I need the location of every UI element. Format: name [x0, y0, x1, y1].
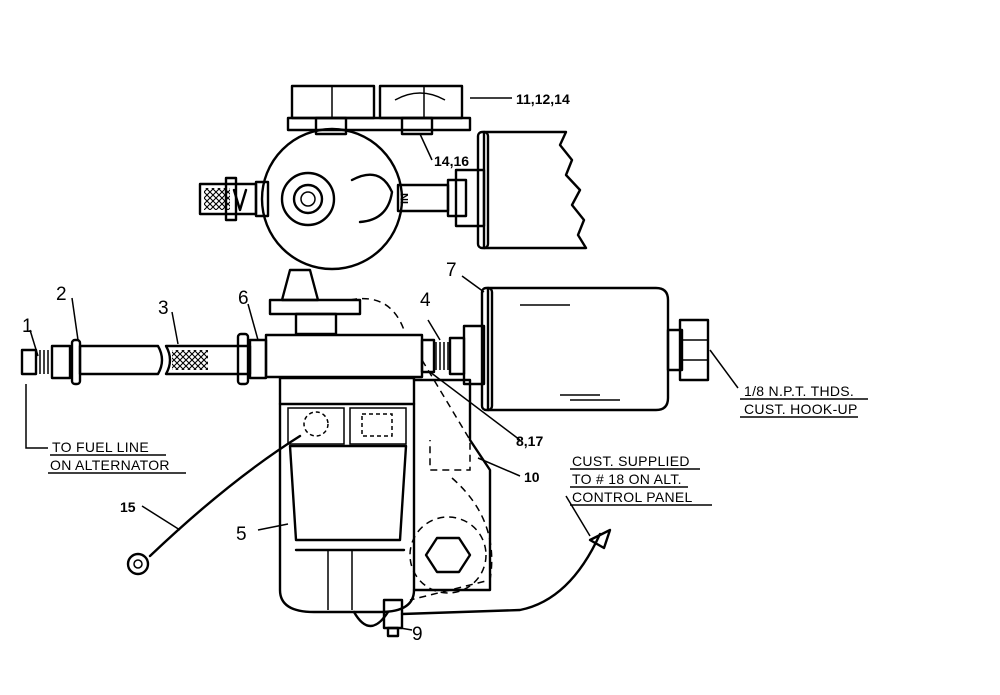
- callout-15: 15: [120, 499, 136, 515]
- note-npt-2: CUST. HOOK-UP: [744, 401, 858, 417]
- top-pump-assembly: IN: [198, 84, 588, 271]
- outlet-fitting: [678, 318, 710, 382]
- fuel-line-assembly: [20, 268, 710, 471]
- mounting-bracket: [412, 378, 492, 592]
- callout-1: 1: [22, 316, 33, 337]
- upper-filter-canister: [482, 130, 588, 250]
- ring-terminal: [126, 552, 150, 576]
- callout-7: 7: [446, 260, 457, 281]
- bracket-plate: [286, 116, 472, 132]
- callout-4: 4: [420, 290, 431, 311]
- fitting-4: [448, 336, 466, 376]
- note-cust-3: CONTROL PANEL: [572, 489, 693, 505]
- sender-wire: [400, 532, 602, 616]
- note-npt-1: 1/8 N.P.T. THDS.: [744, 383, 854, 399]
- pump-body: [260, 127, 404, 271]
- note-customer-supplied: CUST. SUPPLIED TO # 18 ON ALT. CONTROL P…: [570, 453, 712, 506]
- hex-nut: [424, 536, 472, 574]
- inline-filter: [486, 286, 670, 412]
- fitting-threaded: [20, 348, 38, 376]
- callout-10: 10: [524, 469, 540, 485]
- mounting-block-right: [378, 84, 464, 120]
- callout-3: 3: [158, 298, 169, 319]
- filter-bowl: [278, 376, 416, 614]
- leader-lines: [25, 97, 739, 631]
- inlet-marking: IN: [399, 193, 411, 204]
- note-npt: 1/8 N.P.T. THDS. CUST. HOOK-UP: [740, 383, 868, 418]
- hose-clamp-right: [236, 332, 250, 386]
- callout-8-17: 8,17: [516, 433, 543, 449]
- note-cust-1: CUST. SUPPLIED: [572, 453, 690, 469]
- callout-14-16: 14,16: [434, 153, 469, 169]
- note-fuel-line-2: ON ALTERNATOR: [50, 457, 170, 473]
- fuel-hose: [78, 344, 164, 376]
- mounting-block-left: [290, 84, 376, 120]
- bolt-left: [314, 116, 348, 136]
- ground-wire: [148, 434, 302, 558]
- callout-11-12-14: 11,12,14: [516, 91, 570, 107]
- callout-2: 2: [56, 284, 67, 305]
- callout-5: 5: [236, 524, 247, 545]
- bolt-right: [400, 116, 434, 136]
- note-fuel-line: TO FUEL LINE ON ALTERNATOR: [48, 439, 186, 474]
- note-fuel-line-1: TO FUEL LINE: [52, 439, 149, 455]
- filter-bowl-assembly: [126, 376, 612, 638]
- filter-head: [264, 333, 424, 379]
- callout-6: 6: [238, 288, 249, 309]
- callout-9: 9: [412, 624, 423, 645]
- note-cust-2: TO # 18 ON ALT.: [572, 471, 682, 487]
